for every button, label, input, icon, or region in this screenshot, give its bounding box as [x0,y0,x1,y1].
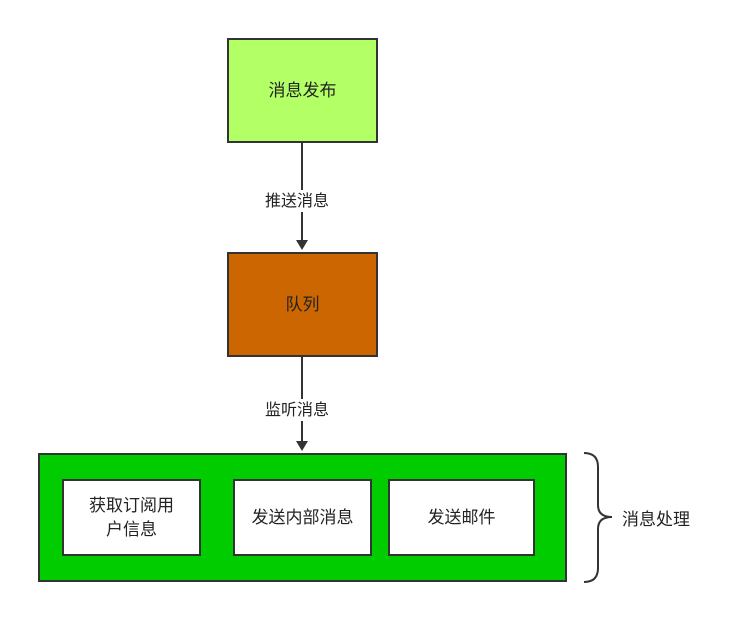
node-queue: 队列 [227,252,378,357]
brace-label-processing: 消息处理 [620,509,692,531]
node-send-mail: 发送邮件 [388,479,535,556]
edge-label-push: 推送消息 [263,190,332,212]
node-message-publish-label: 消息发布 [268,80,337,101]
node-send-internal-message: 发送内部消息 [233,479,372,556]
node-queue-label: 队列 [285,294,320,315]
node-get-subscribers-label: 获取订阅用户信息 [89,495,174,540]
edge-label-listen: 监听消息 [263,399,332,421]
node-send-mail-label: 发送邮件 [427,507,496,528]
node-message-publish: 消息发布 [227,38,378,143]
node-get-subscribers: 获取订阅用户信息 [62,479,201,556]
node-send-internal-message-label: 发送内部消息 [251,507,354,528]
processing-brace [583,452,613,583]
